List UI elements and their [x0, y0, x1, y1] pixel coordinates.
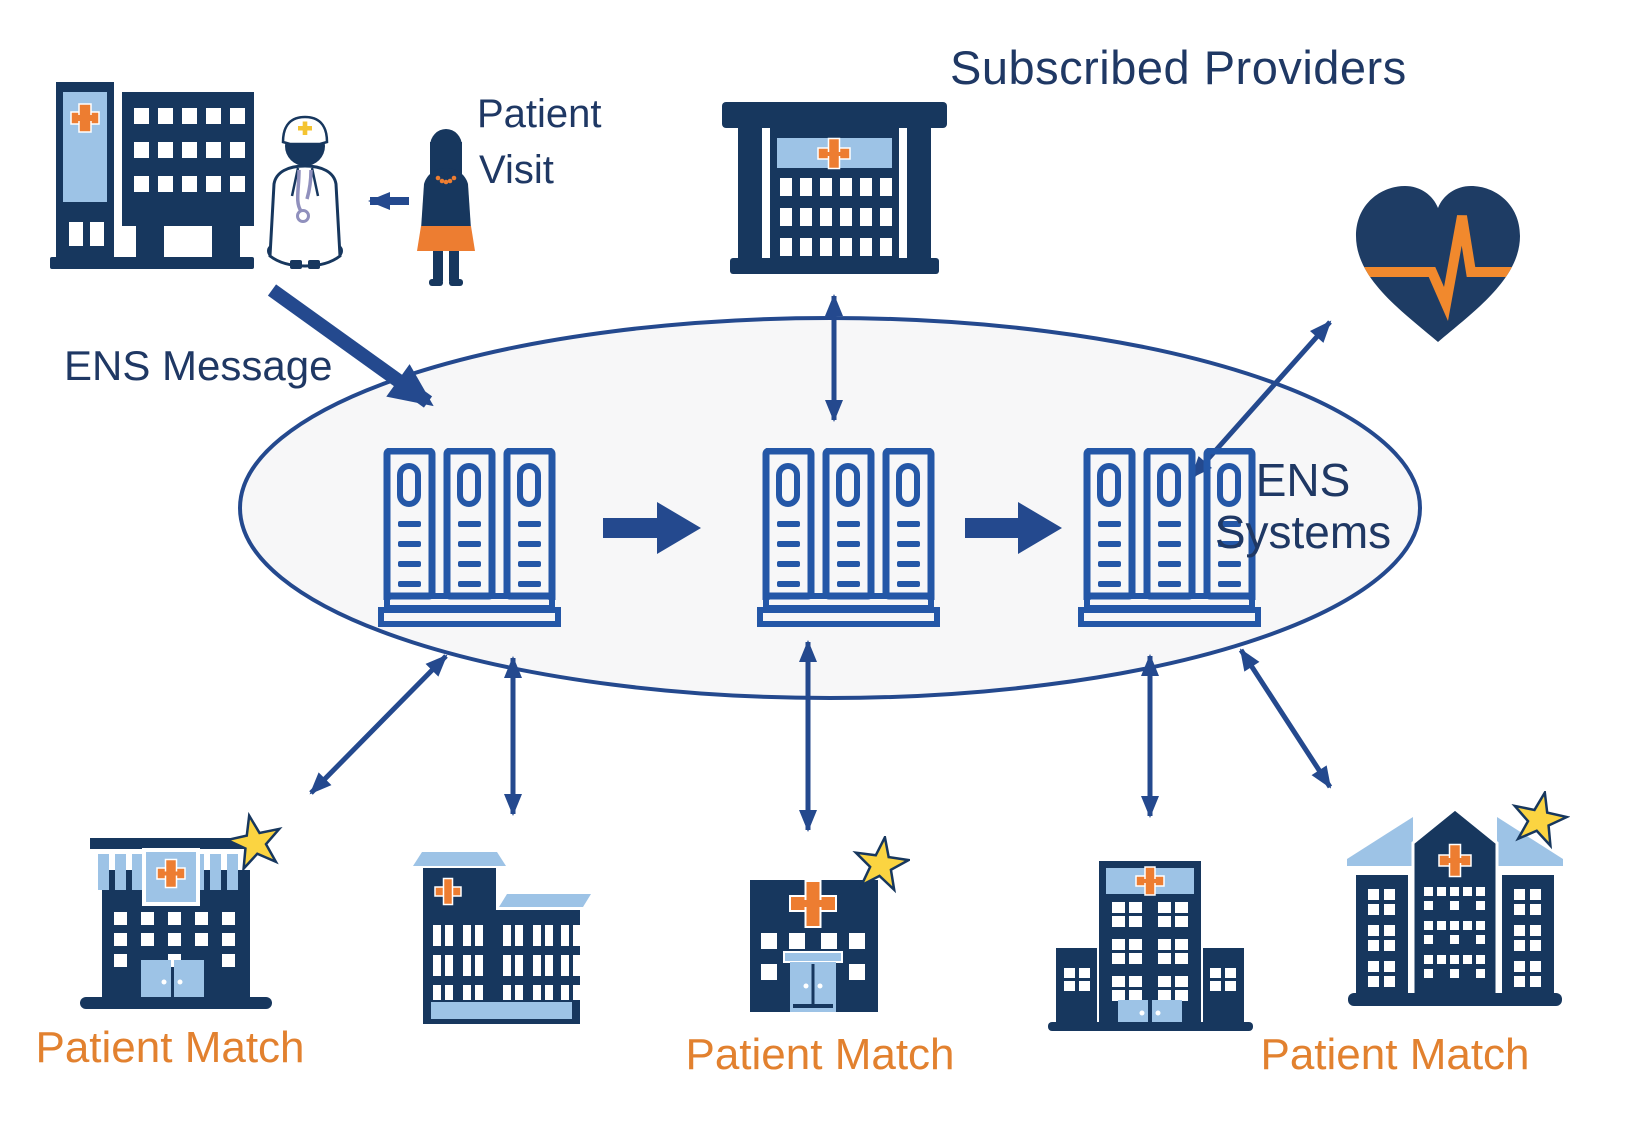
patient-visit-label-line1: Patient — [477, 92, 602, 136]
star-icon — [1511, 791, 1570, 850]
subscribed-building-icon-4 — [1048, 826, 1253, 1031]
patient-icon — [410, 126, 482, 288]
ens-systems-label-line2: Systems — [1214, 505, 1392, 558]
ens-systems-label-line1: ENS — [1255, 454, 1351, 506]
server-flow-arrow-2 — [965, 502, 1062, 554]
ens-server-rack-icon-3 — [1077, 448, 1262, 630]
patient-match-label-1: Patient Match — [35, 1023, 305, 1072]
star-icon — [852, 836, 910, 894]
match-hospital-icon-1 — [80, 810, 285, 1010]
connector-building-5 — [1238, 648, 1333, 789]
ens-systems-label: ENS Systems — [1213, 454, 1393, 558]
subscribed-building-icon-2 — [413, 850, 608, 1028]
doctor-icon — [262, 112, 347, 270]
ens-server-rack-icon-2 — [756, 448, 941, 630]
server-flow-arrow-1 — [603, 502, 701, 554]
match-hospital-icon-2 — [750, 836, 910, 1014]
patient-match-label-2: Patient Match — [685, 1030, 955, 1079]
subscribed-hospital-icon — [722, 102, 947, 274]
match-hospital-icon-3 — [1340, 791, 1570, 1009]
heart-ekg-icon — [1348, 178, 1528, 348]
connector-building-1 — [309, 654, 448, 795]
patient-match-label-3: Patient Match — [1260, 1030, 1530, 1079]
patient-visit-label-line2: Visit — [479, 148, 554, 192]
ens-message-label: ENS Message — [64, 342, 333, 389]
provider-hospital-icon — [48, 76, 260, 271]
diagram-title: Subscribed Providers — [950, 41, 1407, 94]
ens-server-rack-icon-1 — [377, 448, 562, 630]
ens-message-arrow — [267, 284, 434, 408]
star-icon — [223, 811, 283, 873]
